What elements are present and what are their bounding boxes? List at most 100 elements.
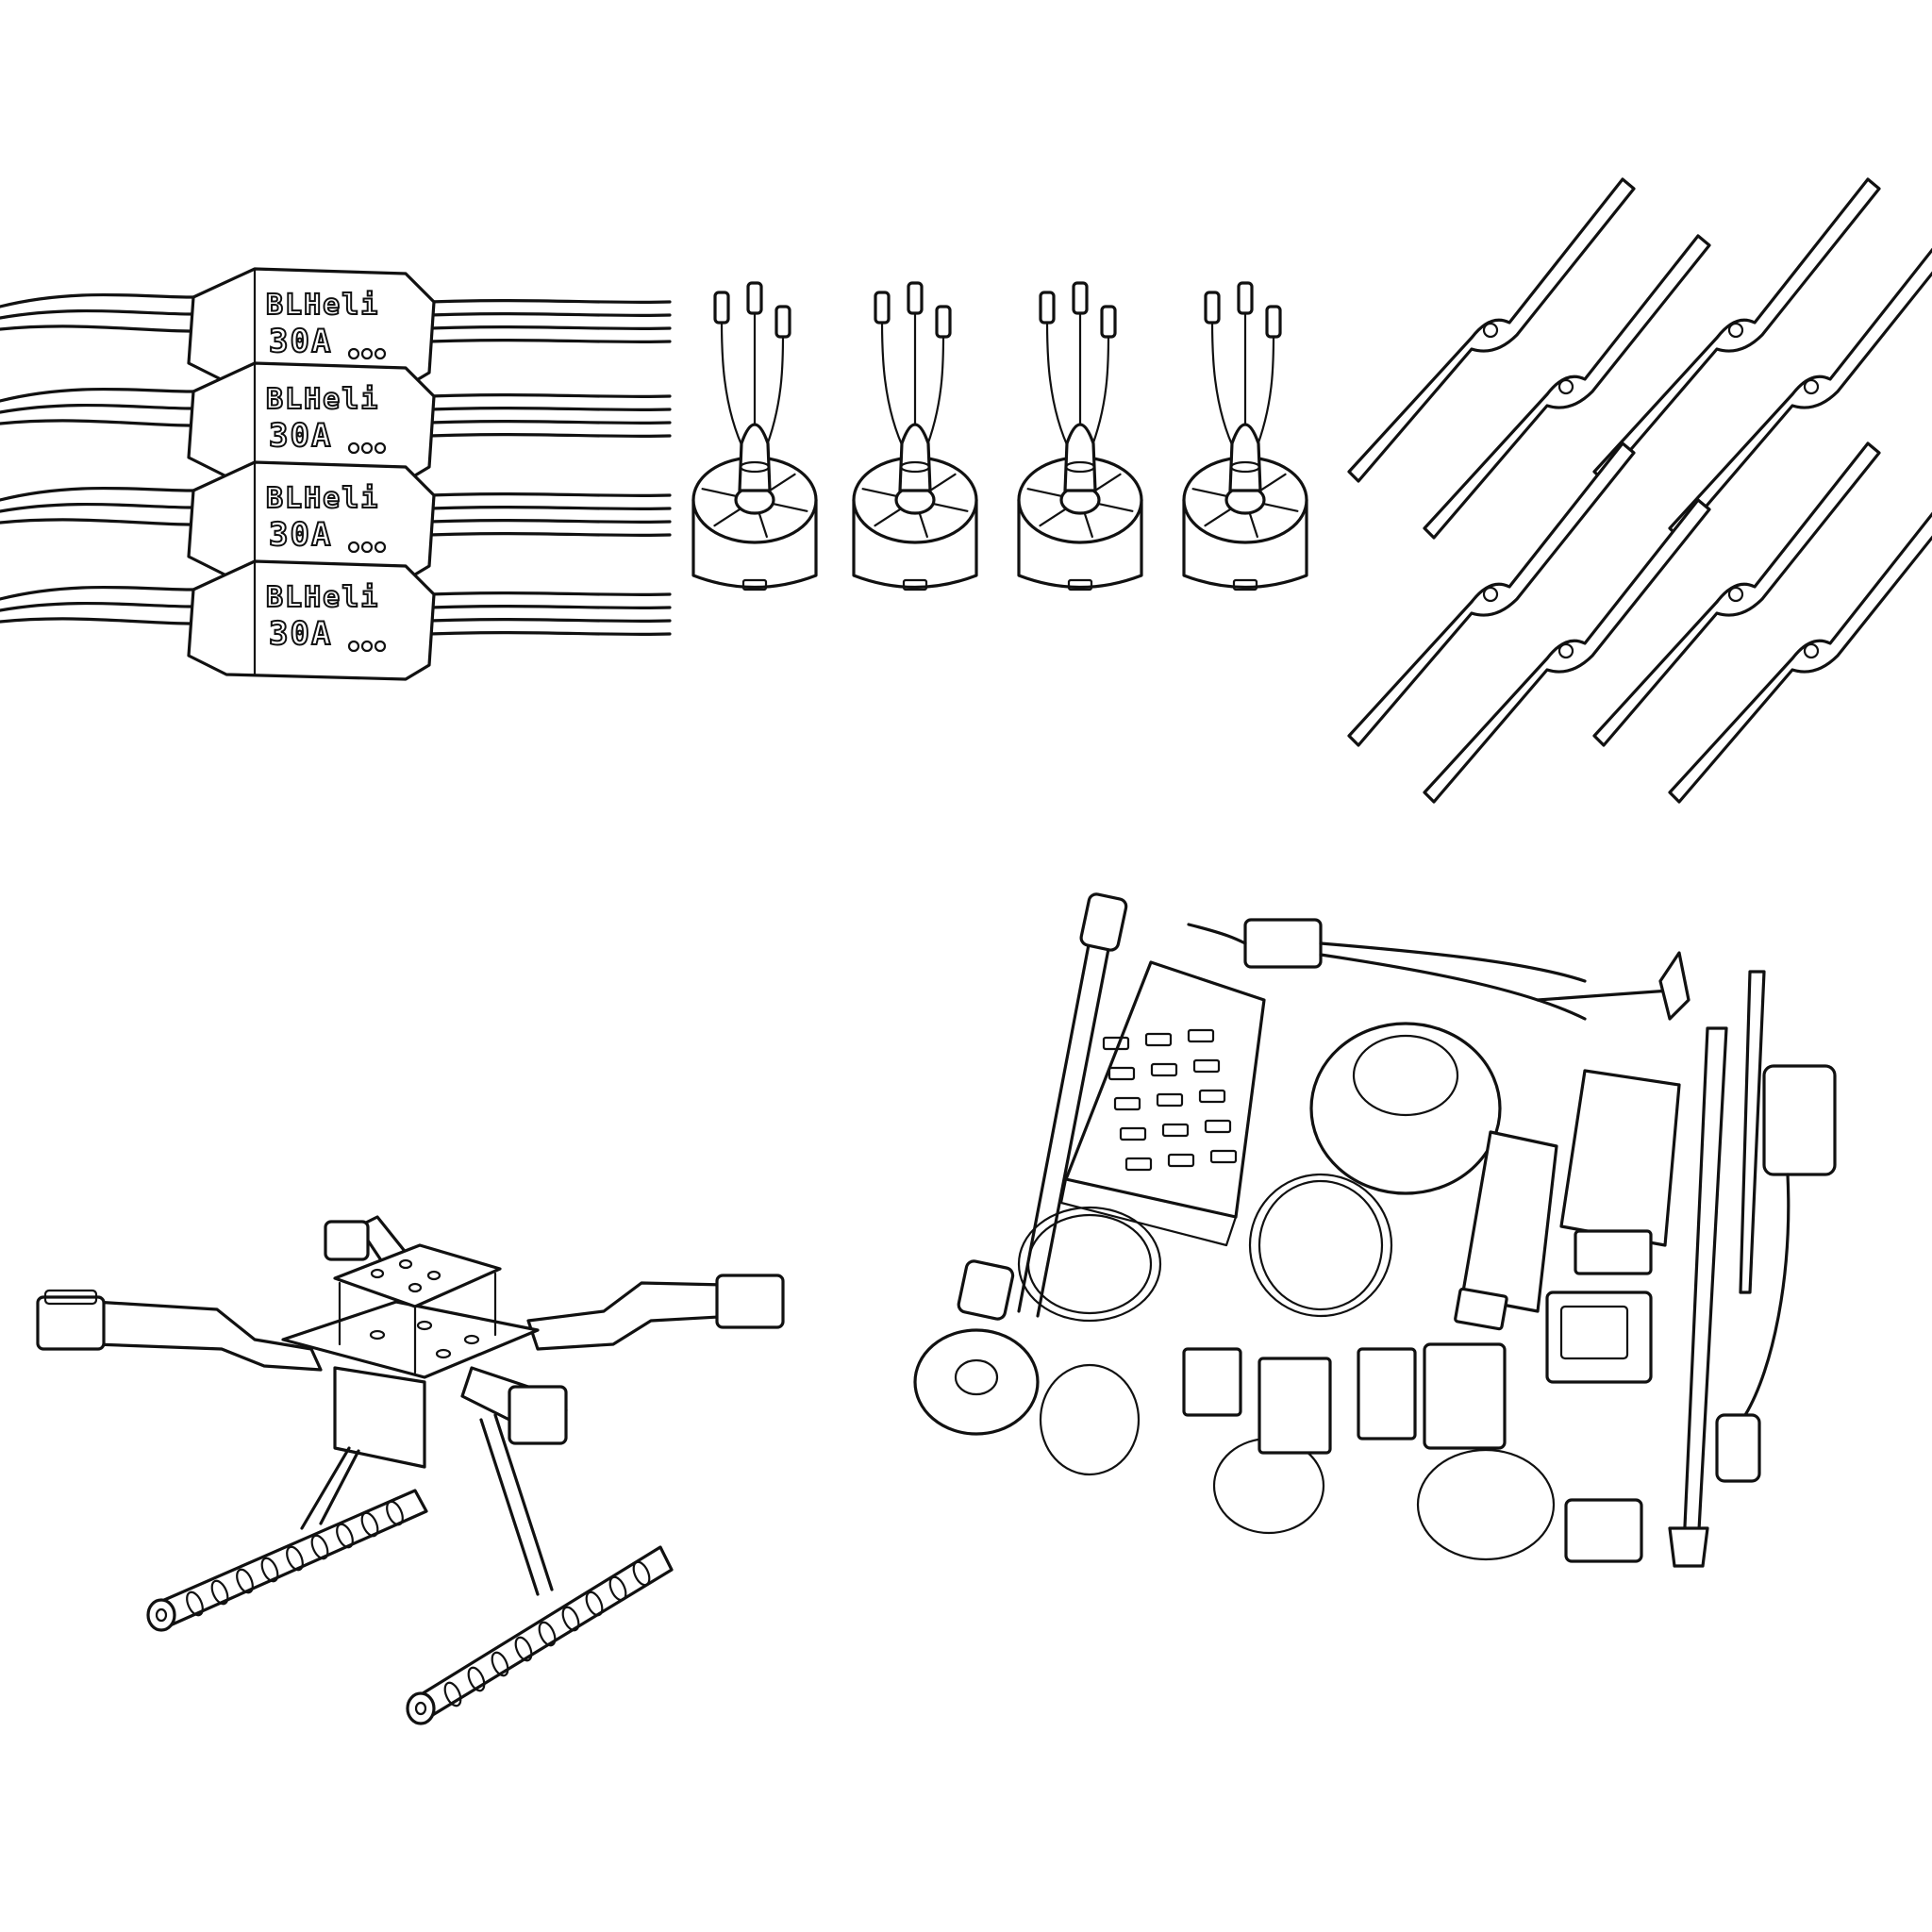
motor-spoke <box>1204 507 1234 527</box>
esc-wire-right <box>427 630 672 637</box>
motor-spoke <box>917 509 928 539</box>
esc-brand-label: BLHeli <box>266 581 379 614</box>
grip-ring <box>585 1591 604 1617</box>
propeller-hub <box>1482 322 1499 339</box>
grip-ring <box>336 1523 354 1549</box>
propeller-hub <box>1482 586 1499 603</box>
motor-mount-left-lip <box>43 1289 98 1306</box>
motor-lead-wire <box>880 319 908 455</box>
pcb-board-3 <box>1357 1347 1417 1441</box>
bullet-connector <box>1100 305 1117 339</box>
motor-spoke <box>1091 473 1122 493</box>
esc-wire-left <box>0 387 195 403</box>
esc-led-icon <box>374 441 387 455</box>
esc-wire-right <box>427 311 672 318</box>
esc-wire-right <box>427 406 672 412</box>
motor-spoke <box>1191 488 1230 498</box>
esc-led-icon <box>347 347 360 360</box>
motor-spoke <box>713 507 743 527</box>
esc-wire-right <box>427 505 672 511</box>
cable-coil-5 <box>1416 1448 1556 1561</box>
esc-brand-label: BLHeli <box>266 482 379 515</box>
esc-body <box>187 559 436 681</box>
motor-spoke <box>1257 473 1287 493</box>
pcb-board-1 <box>1182 1347 1242 1417</box>
esc-wire-left <box>0 486 195 502</box>
electronics-kit <box>913 892 1837 1568</box>
prop-nut <box>1228 423 1262 492</box>
propeller-hub <box>1557 642 1574 659</box>
pcb-board-2 <box>1257 1357 1332 1455</box>
osd-module <box>1762 1064 1837 1176</box>
esc-led-icon <box>347 541 360 554</box>
esc-wire-left <box>0 601 195 612</box>
motor-lead-wire <box>1088 333 1110 455</box>
landing-strut-1 <box>300 1446 351 1530</box>
esc-rating-label: 30A <box>269 417 332 455</box>
motor-row <box>691 281 1308 591</box>
motor-base-tab <box>902 578 928 591</box>
flight-controller-base <box>1059 1177 1238 1247</box>
fc-port <box>1102 1036 1130 1051</box>
gps-module <box>1309 1022 1502 1195</box>
propeller-blade <box>1347 441 1636 747</box>
grip-ring <box>561 1606 580 1632</box>
fc-port <box>1156 1092 1184 1108</box>
frame-arm-right <box>526 1281 738 1351</box>
grip-ring <box>491 1651 509 1677</box>
esc-wire-left <box>0 325 195 333</box>
small-antenna <box>1739 970 1766 1294</box>
esc-led-icon <box>374 541 387 554</box>
propeller-blade <box>1668 511 1932 804</box>
esc-wire-left <box>0 292 195 308</box>
xt60-plug-bottom <box>957 1259 1015 1321</box>
grip-ring <box>467 1666 486 1692</box>
esc-wire-left <box>0 518 195 526</box>
landing-strut-3 <box>479 1418 540 1596</box>
esc-body <box>187 361 436 483</box>
propeller-set <box>1347 177 1932 804</box>
fc-port <box>1108 1066 1136 1081</box>
motor-spoke <box>861 488 900 498</box>
connector-block <box>1574 1229 1653 1275</box>
esc-rating-label: 30A <box>269 615 332 653</box>
brushless-motor <box>1017 281 1143 591</box>
grip-ring <box>443 1681 462 1707</box>
brushless-motor <box>852 281 978 591</box>
gps-module-top <box>1352 1034 1459 1117</box>
skid-foam-grips <box>186 1500 651 1707</box>
propeller-hub <box>1727 322 1744 339</box>
fc-port <box>1192 1058 1221 1074</box>
propeller-hub <box>1803 378 1820 395</box>
fc-port <box>1204 1119 1232 1134</box>
frame-arm-left <box>92 1300 323 1372</box>
prop-nut <box>738 423 772 492</box>
grip-ring <box>514 1636 533 1662</box>
fc-port <box>1187 1028 1215 1043</box>
xt60-plug-loose <box>1564 1498 1643 1563</box>
plate-holes <box>369 1258 480 1359</box>
esc-wire-right <box>427 325 672 331</box>
esc-led-icon <box>360 347 374 360</box>
bullet-connector <box>1204 291 1221 325</box>
grip-ring <box>632 1560 651 1587</box>
landing-skid-left <box>146 1489 428 1632</box>
motor-spoke <box>766 473 796 493</box>
propeller-pair <box>1347 441 1711 804</box>
bullet-connector <box>907 281 924 315</box>
motor-mount-front <box>508 1385 568 1445</box>
bullet-connector <box>874 291 891 325</box>
motor-base-tab <box>1232 578 1258 591</box>
propeller-blade <box>1423 498 1711 804</box>
esc-wire-left <box>0 585 195 601</box>
esc-brand-label: BLHeli <box>266 383 379 416</box>
propeller-blade <box>1423 234 1711 540</box>
propeller-hub <box>1727 586 1744 603</box>
propeller-pair <box>1592 441 1932 804</box>
esc-wire-left <box>0 502 195 513</box>
esc-wire-right <box>427 617 672 624</box>
